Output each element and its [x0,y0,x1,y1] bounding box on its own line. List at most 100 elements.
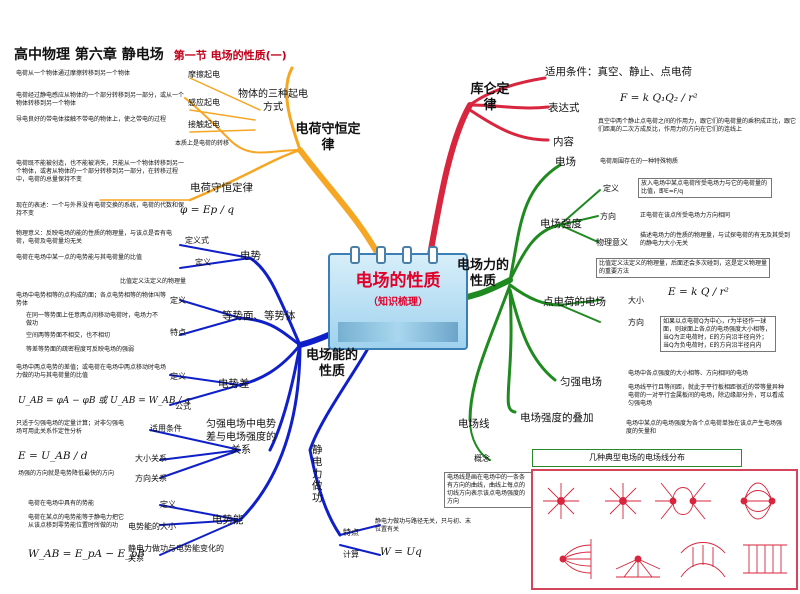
formula-work-energy: W_AB = E_pA − E_pB [28,548,145,560]
formula-point-charge: E = k Q / r² [668,286,729,298]
parallel-plates-field-icon [743,544,787,574]
desc-friction-charging: 电荷从一个物体通过摩擦转移到另一个物体 [16,70,131,77]
desc-relation-direction: 场强的方向就是电势降低最快的方向 [18,470,115,477]
node-field-intensity: 电场强度 [540,218,582,230]
label-relation-direction: 方向关系 [135,474,167,483]
label-potential-definition: 定义 [195,258,211,267]
note-charge-transfer: 本质上是电荷的转移 [175,140,230,147]
chapter-title: 高中物理 第六章 静电场 [14,47,164,63]
formula-coulomb: F = k Q₁Q₂ / r² [620,92,698,104]
desc-potential-definition: 电荷在电场中某一点的电势能与其电荷量的比值 [16,254,143,261]
desc-induction-charging: 电荷经过静电感应从物体的一个部分转移到另一部分，或从一个物体转移到另一个物体 [16,92,185,107]
field-lines-figure [531,469,798,590]
node-uniform-relation: 匀强电场中电势差与电场强度的关系 [206,419,276,456]
central-node: 电场的性质 （知识梳理） [328,246,468,350]
node-equipotential: 等势面、等势体 [222,310,296,322]
positive-charge-field-icon [543,483,579,519]
desc-uniform-plates: 电场线平行且等间距，就此于平行板相距很近的带等量异种电荷的一对平行金属板间的电场… [628,384,785,407]
binder-ring-icon [402,246,412,264]
central-subtitle: （知识梳理） [368,297,428,308]
node-conservation-law: 电荷守恒定律 [190,182,253,194]
desc-contact-charging: 导电良好的带电体接触不带电的物体上，使之带电的过程 [16,116,167,123]
section-title: 第一节 电场的性质(一) [173,49,287,62]
label-relation-magnitude: 大小关系 [135,454,167,463]
branch-charge-conservation: 电荷守恒定律 [295,122,361,153]
desc-uniform-field: 电场中各点强度的大小相等、方向相同的电场 [628,370,749,377]
desc-equipotential-feature-1: 在同一等势面上任意两点间移动电荷时，电场力不做功 [26,312,159,327]
desc-work-features: 静电力做功与路径无关，只与初、末位置有关 [375,518,472,533]
charge-plate-field-icon [559,539,592,579]
node-potential-energy: 电势能 [212,514,244,526]
desc-field-lines-concept: 电场线是画在电场中的一条条有方向的曲线，曲线上每点的切线方向表示该点电场强度的方… [444,472,532,508]
node-potential-difference: 电势差 [218,378,250,390]
binder-ring-icon [428,246,438,264]
binder-ring-icon [350,246,360,264]
node-coulomb-expression: 表达式 [548,102,580,114]
node-contact-charging: 接触起电 [188,120,220,129]
desc-coulomb-content: 真空中两个静止点电荷之间的作用力，跟它们的电荷量的乘积成正比，跟它们距离的二次方… [598,118,797,133]
desc-intensity-direction: 正电荷在该点所受电场力方向相同 [640,212,731,219]
point-charge-plate-field-icon [615,555,661,578]
field-line-diagrams [543,482,787,579]
label-equipotential-definition: 定义 [170,296,186,305]
label-energy-magnitude: 电势能的大小 [128,522,176,531]
label-point-size: 大小 [628,296,644,305]
label-work-energy-relation: 静电力做功与电势能变化的关系 [128,544,224,563]
branch-field-force: 电场力的性质 [456,258,509,289]
node-field-lines: 电场线 [458,418,490,430]
node-induction-charging: 感应起电 [188,98,220,107]
label-work-features: 特点 [343,528,359,537]
desc-conservation-law: 电荷既不能被创造，也不能被消失，只能从一个物体转移到另一个物体，或者从物体的一个… [16,160,185,183]
label-energy-definition: 定义 [160,500,176,509]
negative-charge-field-icon [605,483,641,519]
note-ratio-definition: 比值定义法定义的物理量，后面还会多次碰到，这是定义物理量的重要方法 [596,258,770,278]
formula-work: W = Uq [380,546,422,558]
label-potential-difference-formula: 公式 [175,402,191,411]
node-point-charge-field: 点电荷的电场 [543,296,606,308]
node-friction-charging: 摩擦起电 [188,70,220,79]
label-point-direction: 方向 [628,318,644,327]
desc-equipotential-definition: 电场中电势相等的点构成的面；各点电势相等的物体叫等势体 [16,292,167,307]
node-uniform-field: 匀强电场 [560,376,602,388]
node-potential: 电势 [240,250,261,262]
label-intensity-definition: 定义 [603,184,619,193]
node-charging-methods: 物体的三种起电方式 [238,89,308,113]
label-relation-conditions: 适用条件 [150,424,182,433]
note-potential-ratio: 比值定义法定义的物理量 [120,278,187,285]
desc-conservation-modern: 现在的表述：一个与外界没有电荷交换的系统，电荷的代数和保持不变 [16,202,185,217]
node-coulomb-content: 内容 [553,136,574,148]
formula-potential: φ = Ep / q [180,204,235,216]
formula-field-relation: E = U_AB / d [18,450,88,462]
binder-ring-icon [376,246,386,264]
field-lines-figure-title: 几种典型电场的电场线分布 [532,449,742,467]
label-intensity-meaning: 物理意义 [596,238,628,247]
desc-potential-difference-definition: 电场中两点电势的差值；或电荷在电场中两点移动时电场力做的功与其电荷量的比值 [16,364,167,379]
dipole-field-icon [740,482,776,520]
label-equipotential-features: 特点 [170,328,186,337]
desc-energy-definition: 电荷在电场中具有的势能 [28,500,95,507]
formula-potential-difference: U_AB = φA − φB 或 U_AB = W_AB / q [18,396,191,406]
desc-intensity-definition: 放入电场中某点电荷所受电场力与它的电荷量的比值，即E=F/q [638,178,772,198]
desc-point-direction: 如果以点电荷Q为中心，r为半径作一球面，则球面上各点的电场强度大小相等，当Q为正… [660,316,776,352]
desc-relation-conditions: 只适于匀强电场的定量计算；对非匀强电场可用此关系作定性分析 [16,420,125,435]
node-electric-field: 电场 [555,156,576,168]
label-potential-definition-formula: 定义式 [185,236,209,245]
desc-potential-meaning: 物理意义：反映电场的能的性质的物理量，与该点是否有电荷，电荷及电荷量均无关 [16,230,173,245]
opposite-plate-field-icon [680,542,726,578]
skyline-image [338,322,458,342]
branch-coulomb-law: 库仑定律 [470,82,510,113]
branch-field-energy: 电场能的性质 [305,348,358,379]
desc-electric-field: 电荷周围存在的一种特殊物质 [600,158,679,165]
label-work-calculation: 计算 [343,550,359,559]
node-superposition: 电场强度的叠加 [520,412,594,424]
desc-superposition: 电场中某点的电场强度为各个点电荷单独在该点产生电场强度的矢量和 [626,420,783,435]
node-electric-work: 静电力做功 [312,444,323,504]
central-title: 电场的性质 [355,271,441,291]
node-coulomb-conditions: 适用条件：真空、静止、点电荷 [545,66,692,78]
page-title: 高中物理 第六章 静电场第一节 电场的性质(一) [14,44,287,64]
like-charges-field-icon [655,482,711,520]
desc-equipotential-feature-3: 等差等势面的疏密程度可反映电场的强弱 [26,346,135,353]
desc-energy-magnitude: 电荷在某点的电势能等于静电力把它从该点移到零势能位置时所做的功 [28,514,125,529]
